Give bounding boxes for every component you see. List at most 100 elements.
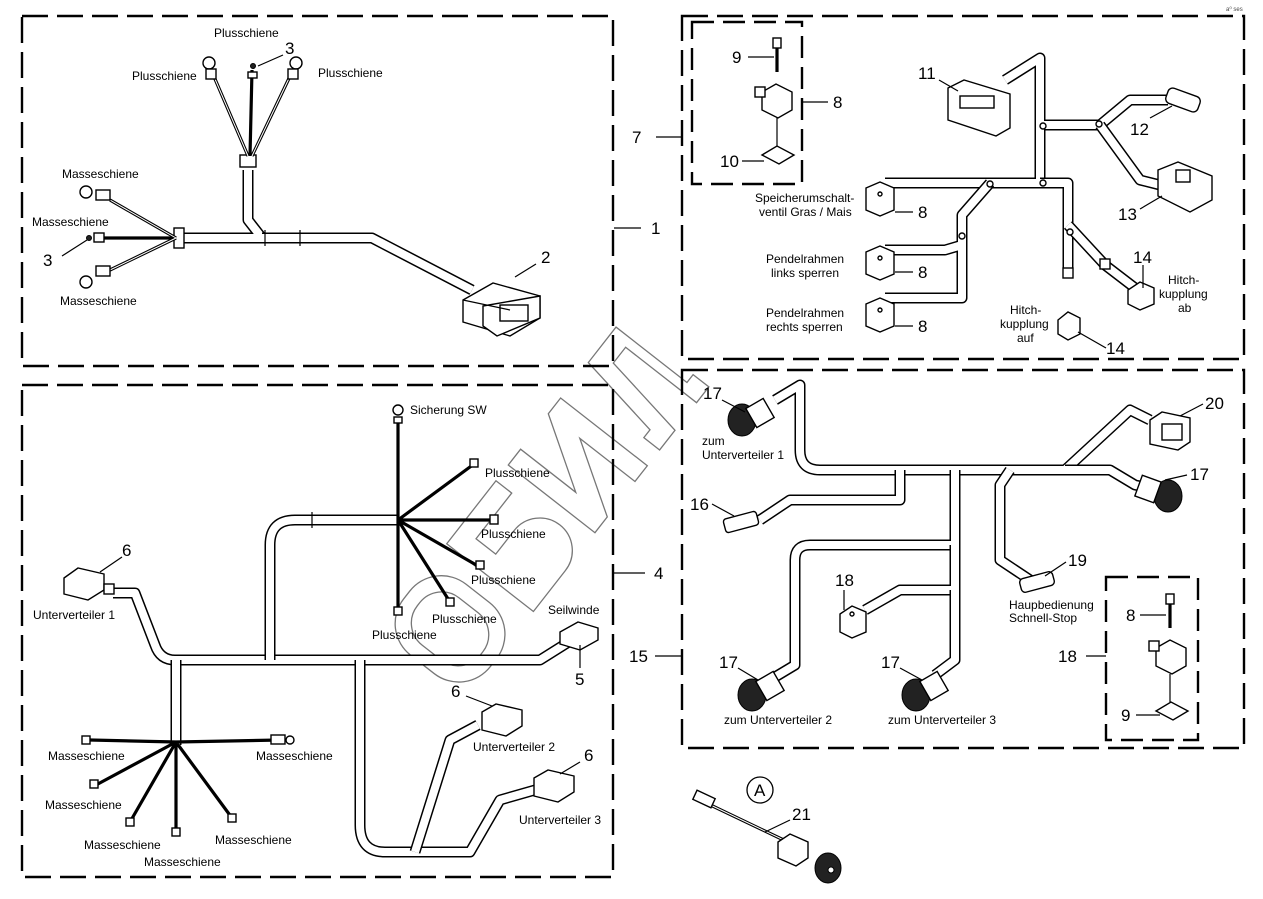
label-plusschiene-right: Plusschiene xyxy=(318,66,383,80)
label-hitch-down-3: ab xyxy=(1178,301,1192,315)
ring-terminal xyxy=(202,56,216,70)
group-4-callout: 4 xyxy=(654,564,663,583)
terminal-boot xyxy=(205,68,217,80)
pin-terminal xyxy=(93,232,105,243)
ring-terminal xyxy=(289,56,303,70)
label-masseschiene-1: Masseschiene xyxy=(48,749,125,763)
label-right-line2: rechts sperren xyxy=(766,320,843,334)
callout-12: 12 xyxy=(1130,120,1149,139)
round-connector-17-sub2 xyxy=(737,670,786,712)
callout-10: 10 xyxy=(720,152,739,171)
terminal-boot xyxy=(95,189,111,201)
callout-5: 5 xyxy=(575,670,584,689)
label-hitch-down-1: Hitch- xyxy=(1168,273,1199,287)
solenoid-plug-detail xyxy=(754,37,796,165)
label-masseschiene-3: Masseschiene xyxy=(45,798,122,812)
label-masseschiene-top: Masseschiene xyxy=(62,167,139,181)
group-7-harness xyxy=(885,52,1168,304)
callout-18-bolt: 8 xyxy=(1126,606,1135,625)
label-valve-line2: ventil Gras / Mais xyxy=(759,205,852,219)
callout-2: 2 xyxy=(541,248,550,267)
label-zum-unterverteiler-2: zum Unterverteiler 2 xyxy=(724,713,832,727)
callout-17-right: 17 xyxy=(1190,465,1209,484)
label-unterverteiler-2: Unterverteiler 2 xyxy=(473,740,555,754)
callout-13: 13 xyxy=(1118,205,1137,224)
terminal-boot xyxy=(95,265,111,277)
group-4-frame xyxy=(20,383,615,879)
callout-14-up: 14 xyxy=(1106,339,1125,358)
group-15-callout: 15 xyxy=(629,647,648,666)
callout-17-sub3: 17 xyxy=(881,653,900,672)
label-plusschiene-4: Plusschiene xyxy=(432,612,497,626)
callout-16: 16 xyxy=(690,495,709,514)
watermark-letter-b xyxy=(445,479,573,613)
label-sicherung-sw: Sicherung SW xyxy=(410,403,487,417)
pin-terminal xyxy=(247,71,258,79)
solenoid-plug-detail-18 xyxy=(1148,593,1190,721)
connector-5-winch xyxy=(559,621,599,651)
connector-13 xyxy=(1157,161,1213,213)
detail-a-label: A xyxy=(754,781,766,800)
solenoid-plug-18 xyxy=(839,605,867,639)
watermark-letter-i xyxy=(507,397,649,534)
label-masseschiene-4: Masseschiene xyxy=(84,838,161,852)
callout-21: 21 xyxy=(792,805,811,824)
watermark-letter-o-inner xyxy=(410,591,490,667)
label-masseschiene-5: Masseschiene xyxy=(215,833,292,847)
connector-6-sub3 xyxy=(533,769,575,803)
detail-8-frame xyxy=(690,20,804,186)
label-zum: zum xyxy=(702,434,725,448)
label-unterverteiler-1-target: Unterverteiler 1 xyxy=(702,448,784,462)
label-haupbedienung: Haupbedienung xyxy=(1009,598,1094,612)
connector-2 xyxy=(462,282,541,337)
connector-6-sub2 xyxy=(481,703,523,737)
label-hitch-up-1: Hitch- xyxy=(1010,303,1041,317)
round-connector-17-right xyxy=(1133,474,1183,513)
callout-6-sub2: 6 xyxy=(451,682,460,701)
label-left-line1: Pendelrahmen xyxy=(766,252,844,266)
callout-17-sub1: 17 xyxy=(703,384,722,403)
callout-6-sub1: 6 xyxy=(122,541,131,560)
connector-16 xyxy=(722,510,760,534)
callout-6-sub3: 6 xyxy=(584,746,593,765)
label-plusschiene-2: Plusschiene xyxy=(481,527,546,541)
label-schnell-stop: Schnell-Stop xyxy=(1009,611,1077,625)
connector-19 xyxy=(1018,571,1056,593)
callout-19: 19 xyxy=(1068,551,1087,570)
callout-3-top: 3 xyxy=(285,39,294,58)
label-left-line2: links sperren xyxy=(771,266,839,280)
detail-a-marker: A xyxy=(746,776,774,804)
connector-11 xyxy=(947,79,1011,137)
connector-14-up xyxy=(1057,311,1081,341)
group-1-harness xyxy=(79,56,475,295)
label-seilwinde: Seilwinde xyxy=(548,603,600,617)
callout-18-seal: 9 xyxy=(1121,706,1130,725)
label-right-line1: Pendelrahmen xyxy=(766,306,844,320)
connector-12 xyxy=(1164,87,1202,113)
ring-terminal xyxy=(79,185,93,199)
corner-code: a⁰ ses xyxy=(1226,6,1243,13)
callout-8c: 8 xyxy=(918,317,927,336)
label-masseschiene-mid: Masseschiene xyxy=(32,215,109,229)
callout-18: 18 xyxy=(835,571,854,590)
cable-21 xyxy=(691,789,842,884)
label-masseschiene-bottom: Masseschiene xyxy=(60,294,137,308)
callout-3-left: 3 xyxy=(43,251,52,270)
connector-20 xyxy=(1149,411,1191,451)
label-plusschiene-top: Plusschiene xyxy=(214,26,279,40)
cable-sleeve xyxy=(239,154,257,168)
solenoid-plug-8a xyxy=(865,181,895,217)
solenoid-plug-8b xyxy=(865,245,895,281)
group-1-frame xyxy=(20,14,615,368)
label-plusschiene-left: Plusschiene xyxy=(132,69,197,83)
label-hitch-up-3: auf xyxy=(1017,331,1034,345)
label-plusschiene-5: Plusschiene xyxy=(372,628,437,642)
label-plusschiene-3: Plusschiene xyxy=(471,573,536,587)
callout-17-sub2: 17 xyxy=(719,653,738,672)
label-masseschiene-6: Masseschiene xyxy=(144,855,221,869)
group-15-harness xyxy=(756,379,1153,685)
group-7-frame xyxy=(680,14,1246,361)
round-connector-17-sub1 xyxy=(727,397,776,437)
callout-11: 11 xyxy=(918,64,936,83)
